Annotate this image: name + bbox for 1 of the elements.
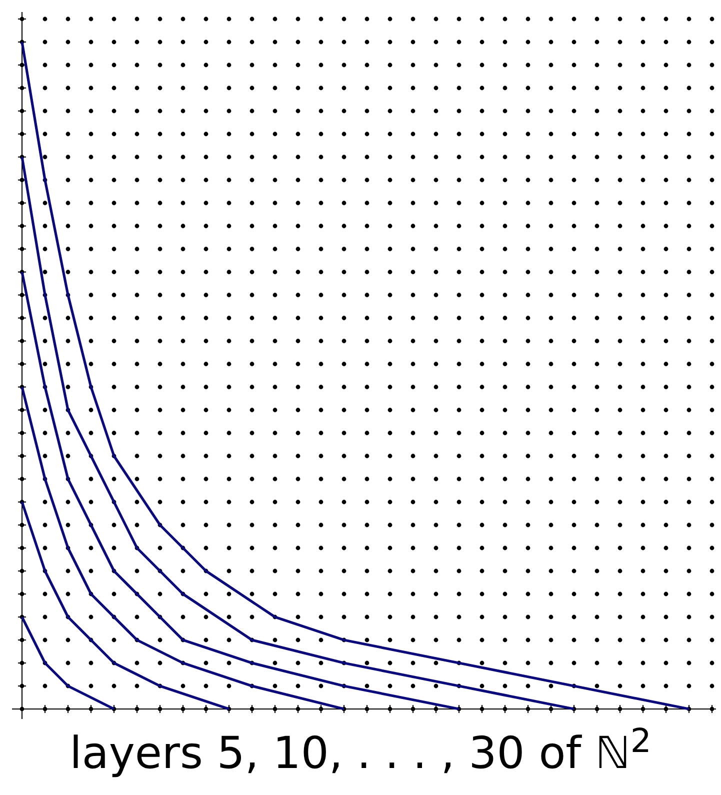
caption: layers 5, 10, . . . , 30 of ℕ$^{2}$ (70, 728, 652, 779)
